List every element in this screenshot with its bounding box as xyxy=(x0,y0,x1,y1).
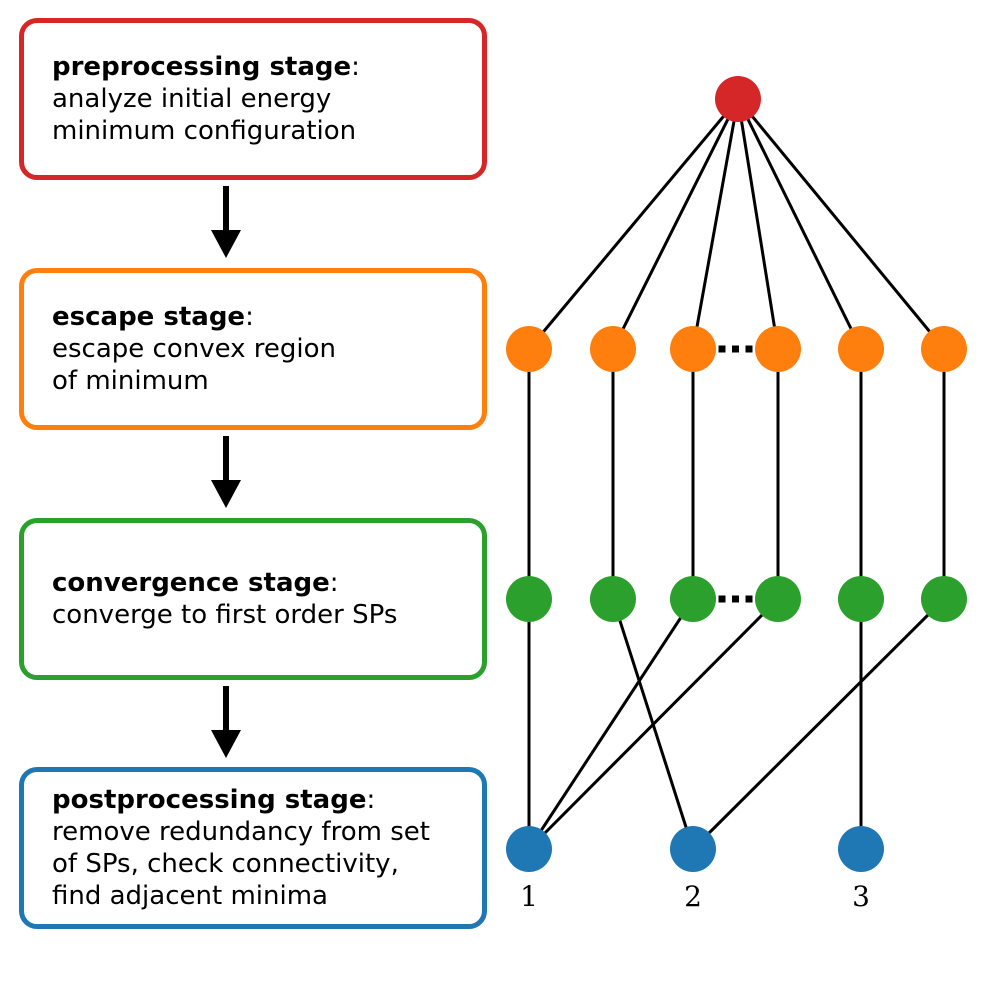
edge-root-to-escape xyxy=(691,98,740,350)
ellipsis-dot xyxy=(718,595,726,603)
stage-description-line: of SPs, check connectivity, xyxy=(52,849,399,879)
minimum-node xyxy=(670,826,716,872)
convergence-node xyxy=(670,576,716,622)
stage-box-convergence: convergence stage: converge to first ord… xyxy=(19,518,487,680)
stage-description-line: remove redundancy from set xyxy=(52,817,430,847)
flow-arrow-down-icon xyxy=(211,436,241,508)
stage-heading-escape: escape stage: xyxy=(52,301,482,333)
stage-title-colon: : xyxy=(329,568,339,598)
minimum-label: 3 xyxy=(852,880,870,913)
edge-convergence-to-minimum xyxy=(527,597,780,851)
escape-node xyxy=(506,326,552,372)
convergence-node xyxy=(506,576,552,622)
convergence-node xyxy=(590,576,636,622)
stage-heading-convergence: convergence stage: xyxy=(52,567,482,599)
flow-arrow-down-icon xyxy=(211,686,241,758)
escape-node xyxy=(590,326,636,372)
minimum-label: 1 xyxy=(520,880,538,913)
edge-root-to-escape xyxy=(736,98,780,350)
graph-labels: 1 2 3 xyxy=(520,880,870,913)
stage-title-colon: : xyxy=(245,302,254,332)
edge-convergence-to-minimum xyxy=(691,597,946,851)
ellipsis-dot xyxy=(718,345,726,353)
stage-heading-postprocessing: postprocessing stage: xyxy=(52,784,482,816)
stage-title-colon: : xyxy=(351,52,360,82)
minimum-node xyxy=(838,826,884,872)
stage-description-line: escape convex region xyxy=(52,334,337,364)
minimum-label: 2 xyxy=(684,880,702,913)
graph-edges xyxy=(527,98,946,851)
edge-convergence-to-minimum xyxy=(527,598,695,850)
stage-description-line: of minimum xyxy=(52,366,209,396)
ellipsis-dot xyxy=(745,595,753,603)
edge-root-to-escape xyxy=(611,98,740,350)
stage-description-line: minimum configuration xyxy=(52,116,357,146)
escape-node xyxy=(838,326,884,372)
minimum-node xyxy=(506,826,552,872)
edge-root-to-escape xyxy=(736,98,946,350)
stage-box-preprocessing: preprocessing stage: analyze initial ene… xyxy=(19,18,487,180)
ellipsis-dot xyxy=(732,345,739,353)
stage-box-escape: escape stage: escape convex region of mi… xyxy=(19,268,487,430)
convergence-node xyxy=(838,576,884,622)
stage-box-postprocessing: postprocessing stage: remove redundancy … xyxy=(19,767,487,929)
escape-node xyxy=(670,326,716,372)
graph-ellipses xyxy=(718,345,753,603)
stage-description-line: find adjacent minima xyxy=(52,881,328,911)
stage-title-postprocessing: postprocessing stage xyxy=(52,785,367,815)
ellipsis-dot xyxy=(732,595,739,603)
root-node xyxy=(715,76,761,122)
stage-description-line: analyze initial energy xyxy=(52,84,332,114)
stage-title-escape: escape stage xyxy=(52,302,246,332)
convergence-node xyxy=(755,576,801,622)
ellipsis-dot xyxy=(745,345,753,353)
convergence-node xyxy=(921,576,967,622)
edge-root-to-escape xyxy=(736,98,863,350)
escape-node xyxy=(921,326,967,372)
stage-heading-preprocessing: preprocessing stage: xyxy=(52,51,482,83)
flow-arrow-down-icon xyxy=(211,186,241,258)
edge-root-to-escape xyxy=(527,98,740,350)
escape-node xyxy=(755,326,801,372)
stage-title-colon: : xyxy=(366,785,376,815)
stage-title-preprocessing: preprocessing stage xyxy=(52,52,352,82)
stage-title-convergence: convergence stage xyxy=(52,568,330,598)
stage-description-line: converge to first order SPs xyxy=(52,600,398,630)
graph-nodes xyxy=(506,76,967,872)
